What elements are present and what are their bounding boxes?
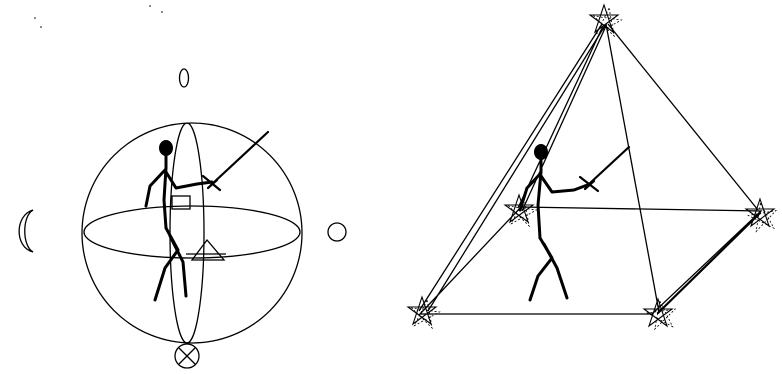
figure-head — [159, 140, 173, 156]
figure-right-arm — [164, 170, 214, 190]
figure-head — [534, 144, 548, 160]
specks — [34, 5, 163, 28]
star-front-left-icon — [406, 295, 441, 330]
figure-right-leg — [168, 234, 188, 298]
star-back-left-icon — [503, 193, 538, 228]
sphere-circle — [81, 122, 303, 344]
sword-guard — [578, 175, 600, 193]
star-front-right-icon — [642, 297, 677, 331]
figure-left-arm — [518, 172, 542, 212]
pyramid-base — [418, 206, 763, 315]
planet-circle-icon — [327, 222, 347, 242]
star-back-right-icon — [744, 197, 778, 233]
stick-figure-left — [144, 130, 270, 302]
center-box — [171, 195, 191, 210]
sun-symbol-icon — [178, 68, 190, 88]
star-pyramid-panel — [406, 3, 778, 331]
equator-ellipse — [83, 205, 301, 259]
sword-blade — [587, 145, 631, 186]
pyramid-edges — [418, 23, 759, 313]
moon-crescent-icon — [18, 209, 34, 253]
figure-torso — [536, 158, 543, 240]
sword-guard — [201, 174, 222, 192]
figure-left-leg — [528, 236, 554, 302]
star-apex-icon — [588, 3, 623, 38]
figure-right-leg — [542, 242, 569, 300]
figure-right-arm — [539, 174, 592, 194]
stick-figure-right — [518, 144, 631, 302]
figure-left-arm — [144, 168, 167, 208]
pyramid-base-right-edge — [656, 211, 762, 315]
celestial-sphere-panel — [18, 68, 347, 369]
figure-left-leg — [153, 226, 180, 302]
earth-symbol-icon — [174, 343, 200, 369]
meridian-ellipse — [169, 122, 205, 344]
figure-torso — [162, 154, 168, 230]
sword-blade — [209, 130, 270, 187]
center-triangle — [190, 238, 226, 261]
